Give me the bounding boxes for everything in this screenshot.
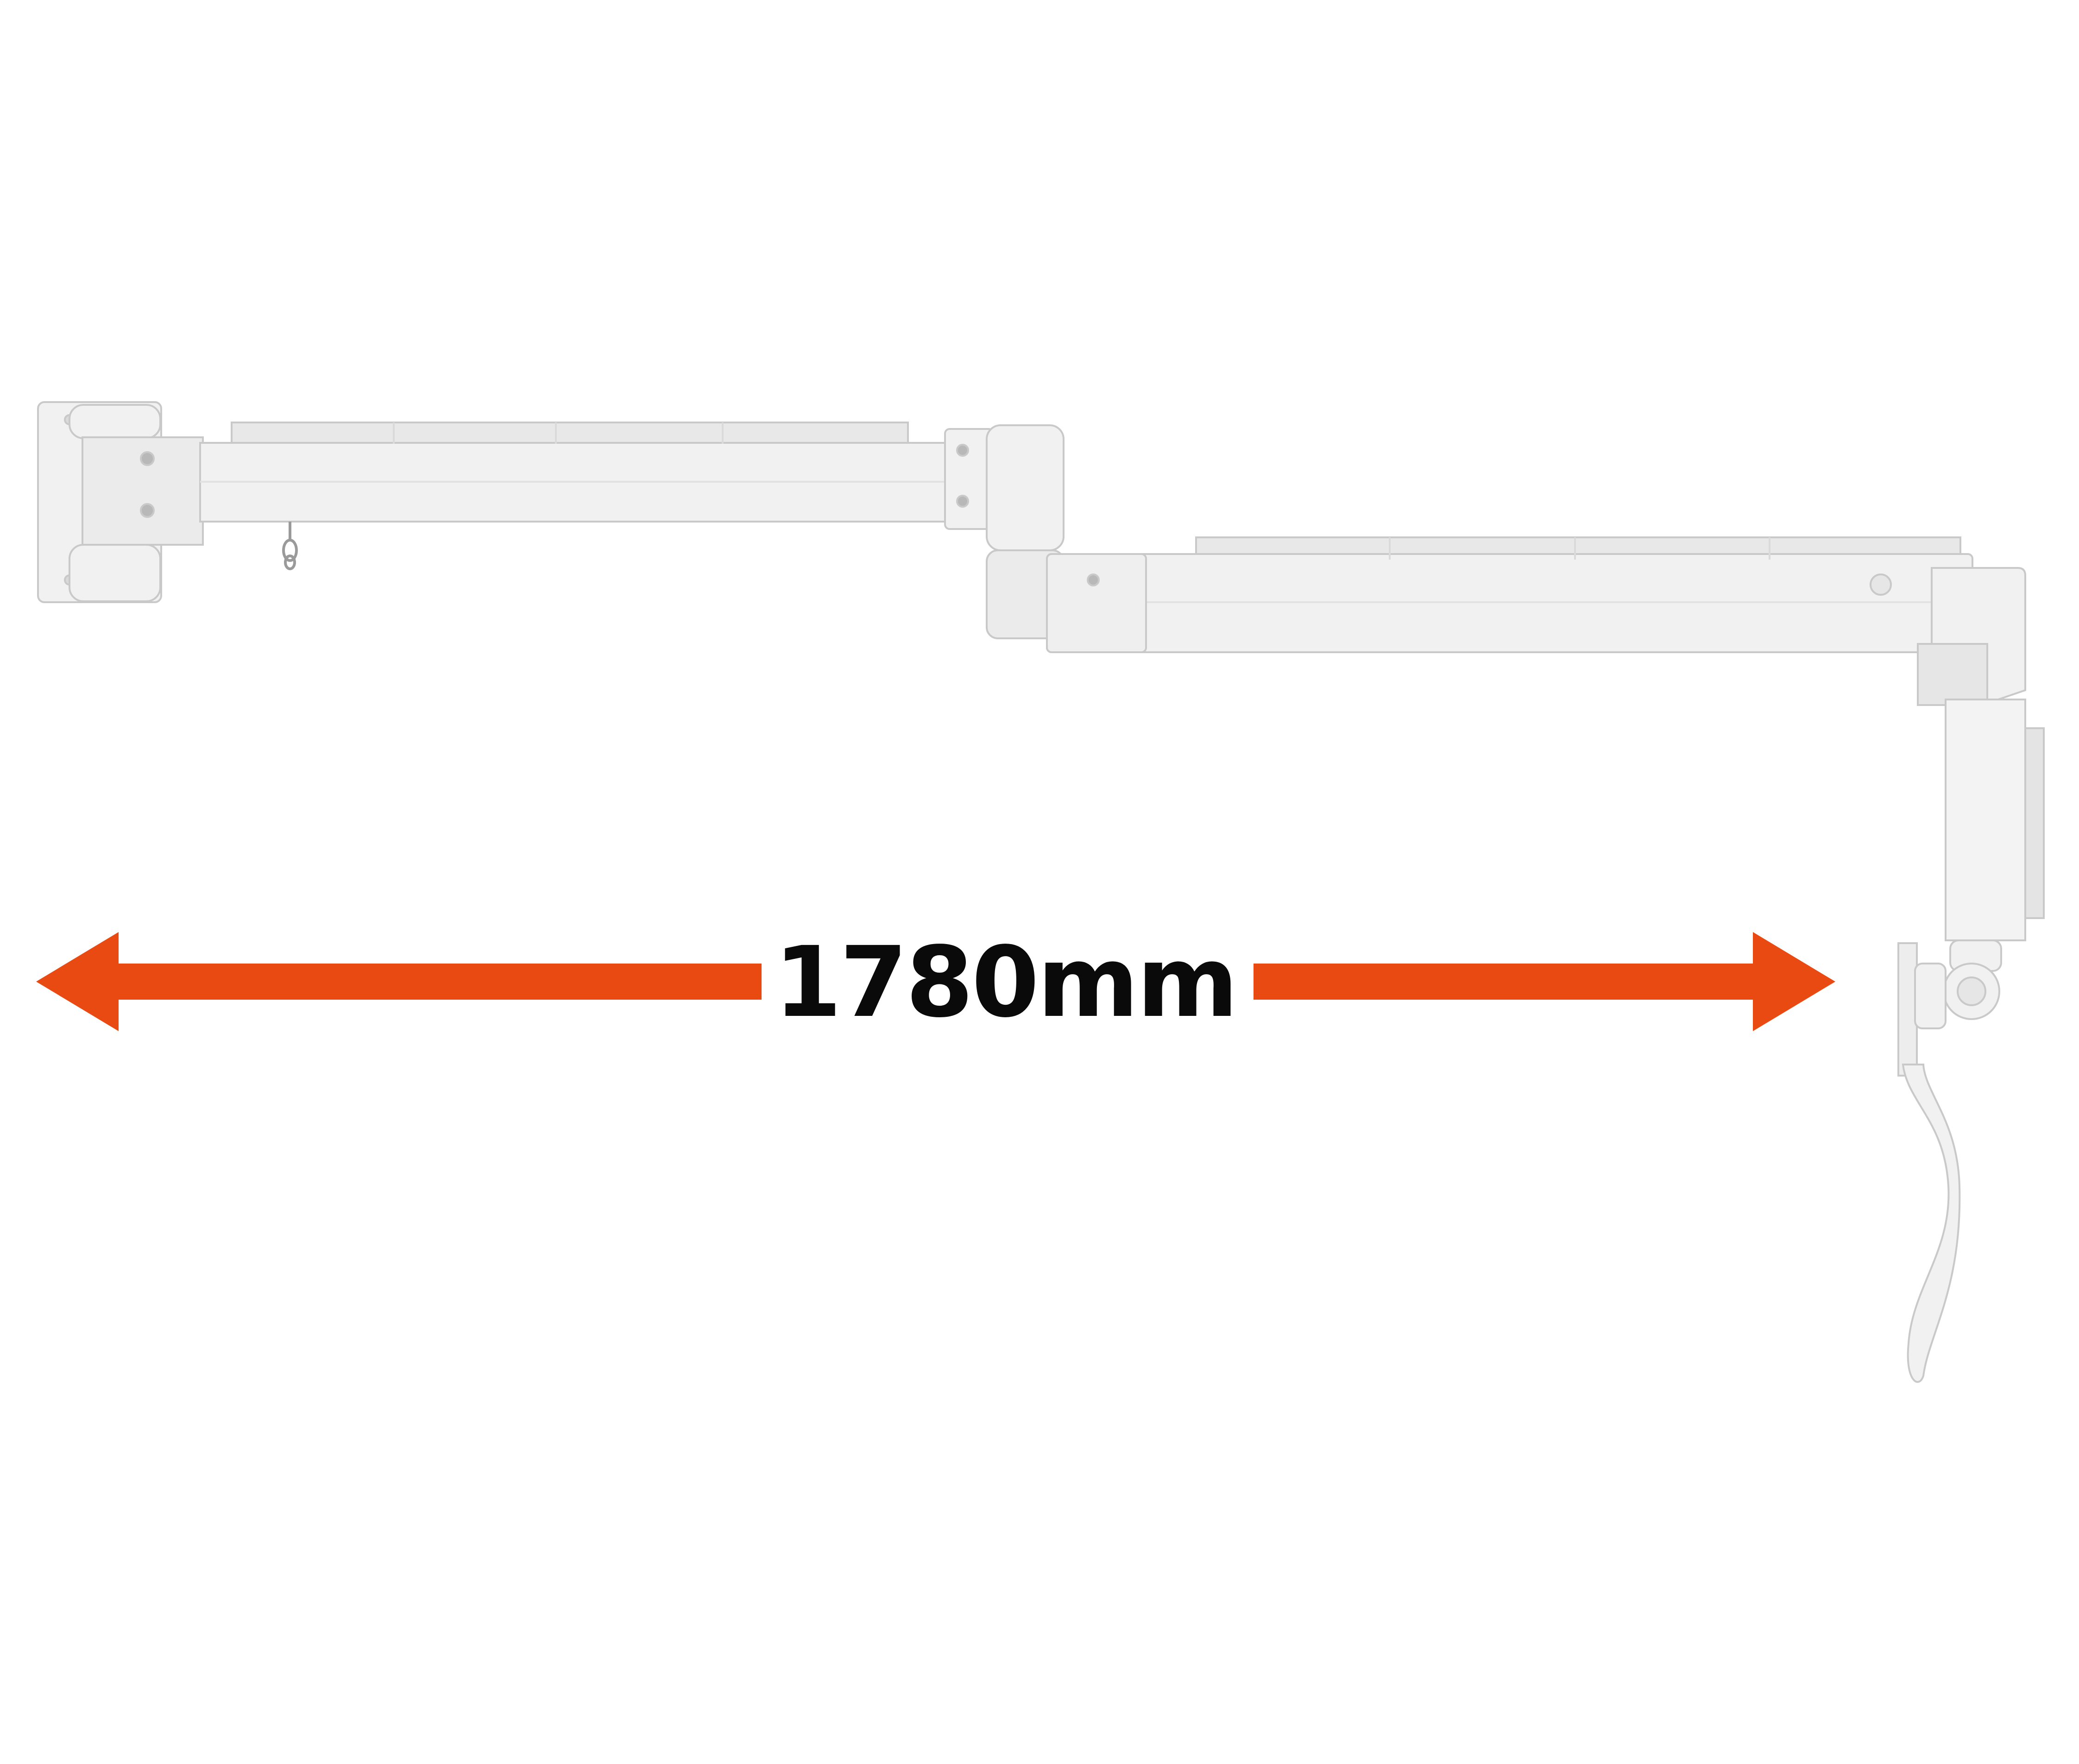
cable-hook — [282, 522, 298, 570]
vertical-drop-arm — [1945, 699, 2045, 941]
end-elbow — [1917, 567, 2026, 706]
first-arm-segment — [199, 422, 965, 523]
monitor-arm — [37, 401, 2045, 1383]
dimension-arrow-right-shaft — [1254, 964, 1761, 1000]
arrowhead-right-icon — [1753, 932, 1835, 1031]
dimension-arrow-left-shaft — [111, 964, 762, 1000]
dimension-arrow — [36, 932, 1835, 1031]
elbow-joint — [944, 424, 1065, 639]
second-arm-segment — [1046, 536, 1973, 653]
handle — [1902, 1064, 1961, 1383]
tilt-head — [1897, 939, 2002, 1077]
arrowhead-left-icon — [36, 932, 119, 1031]
dimension-label: 1780mm — [774, 925, 1238, 1039]
mount-pivot — [69, 404, 204, 602]
